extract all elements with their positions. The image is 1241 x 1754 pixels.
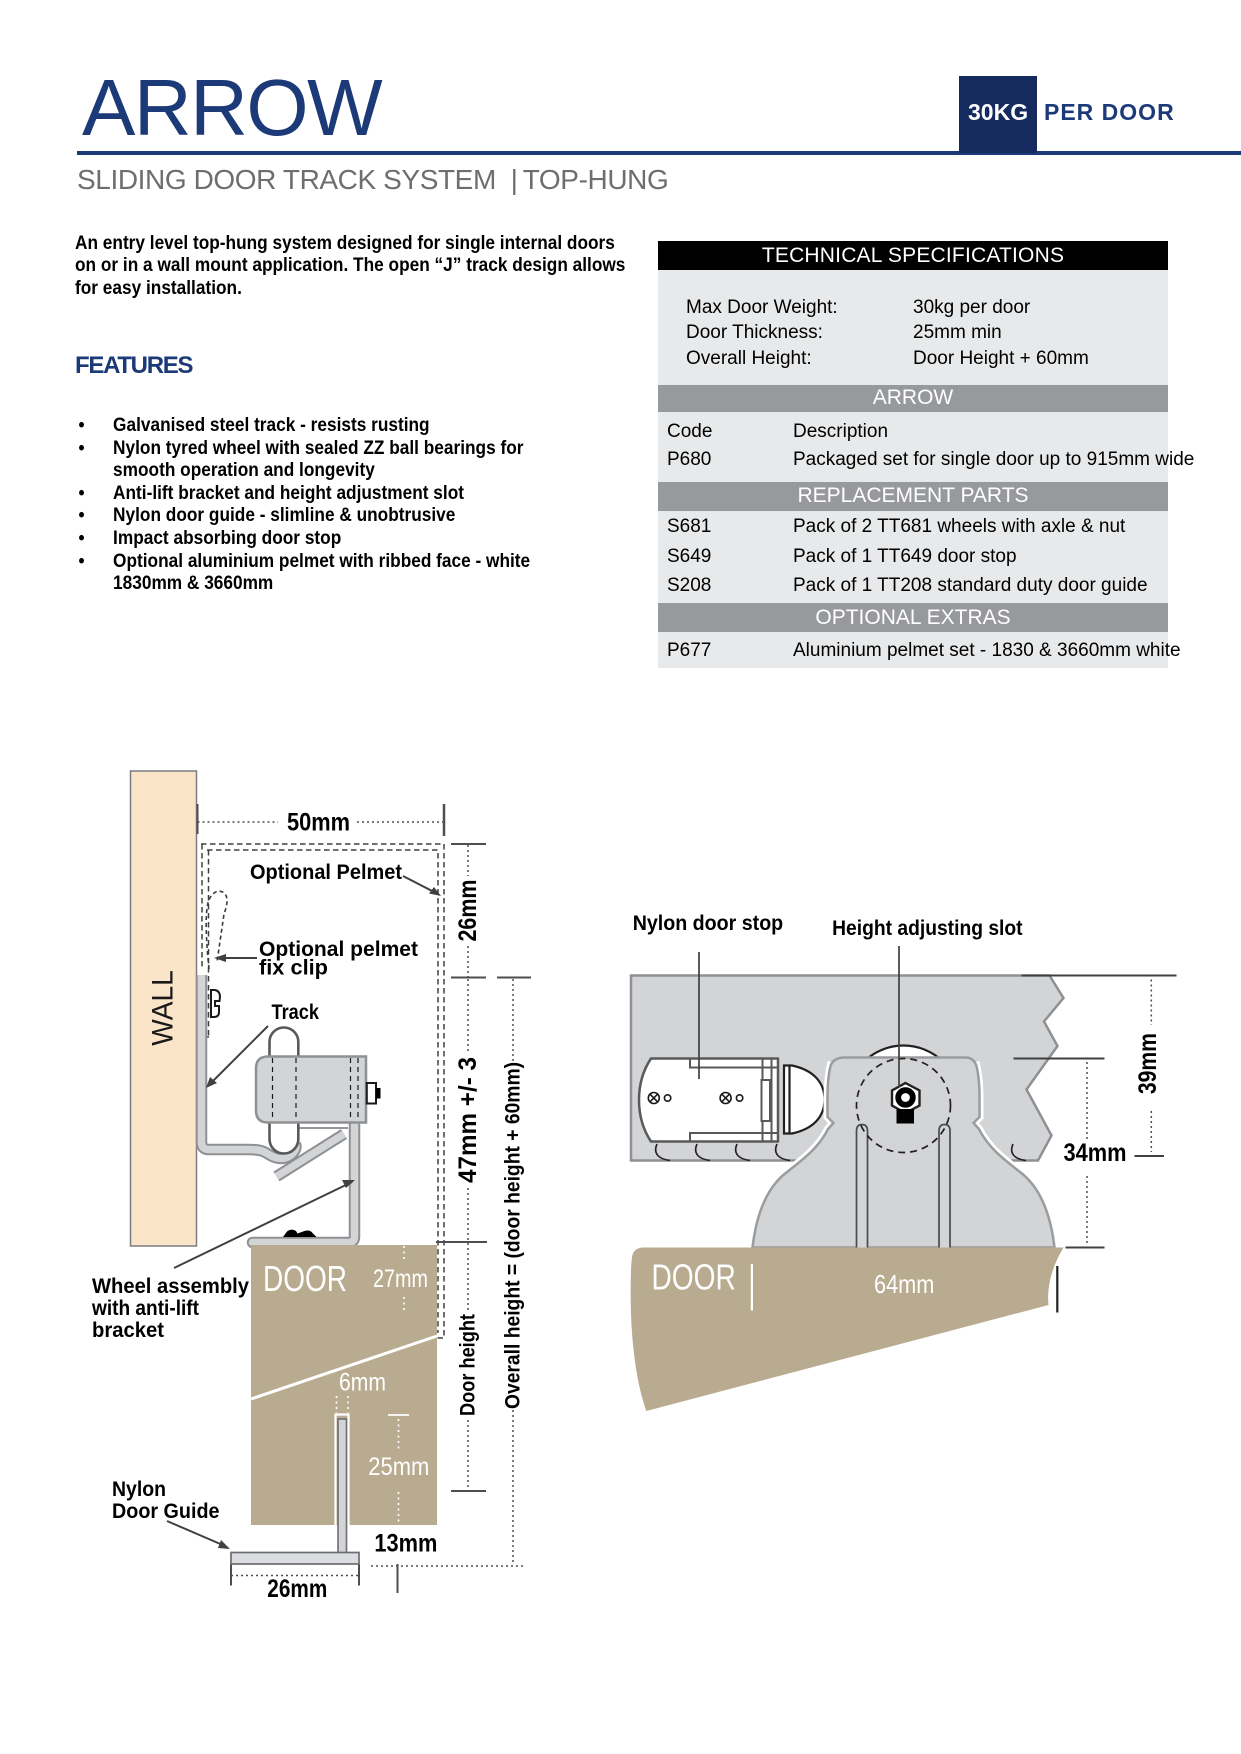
svg-text:Nylon door stop: Nylon door stop: [633, 912, 784, 935]
svg-text:bracket: bracket: [92, 1319, 164, 1342]
svg-text:25mm: 25mm: [368, 1453, 429, 1481]
svg-text:with anti-lift: with anti-lift: [91, 1297, 199, 1320]
svg-text:fix clip: fix clip: [259, 957, 328, 980]
svg-text:50mm: 50mm: [287, 809, 350, 837]
svg-text:47mm +/- 3: 47mm +/- 3: [454, 1057, 482, 1183]
svg-text:Overall height = (door height: Overall height = (door height + 60mm): [502, 1062, 525, 1409]
svg-text:26mm: 26mm: [267, 1575, 327, 1603]
svg-text:DOOR: DOOR: [652, 1257, 736, 1298]
svg-text:27mm: 27mm: [373, 1265, 428, 1293]
svg-text:Door Guide: Door Guide: [112, 1500, 220, 1523]
svg-text:34mm: 34mm: [1064, 1139, 1127, 1167]
svg-text:Door height: Door height: [457, 1314, 480, 1416]
svg-text:64mm: 64mm: [874, 1269, 934, 1299]
svg-text:Optional pelmet: Optional pelmet: [259, 938, 418, 961]
svg-text:Track: Track: [272, 1001, 320, 1024]
svg-text:Height adjusting slot: Height adjusting slot: [832, 917, 1023, 940]
svg-text:Optional Pelmet: Optional Pelmet: [250, 861, 402, 884]
svg-text:Wheel assembly: Wheel assembly: [92, 1275, 249, 1298]
svg-text:13mm: 13mm: [374, 1530, 437, 1558]
svg-text:DOOR: DOOR: [263, 1258, 347, 1299]
svg-text:Nylon: Nylon: [112, 1478, 166, 1501]
svg-text:6mm: 6mm: [339, 1369, 386, 1397]
svg-text:WALL: WALL: [147, 970, 180, 1046]
svg-text:39mm: 39mm: [1134, 1033, 1162, 1094]
svg-text:26mm: 26mm: [454, 880, 482, 942]
